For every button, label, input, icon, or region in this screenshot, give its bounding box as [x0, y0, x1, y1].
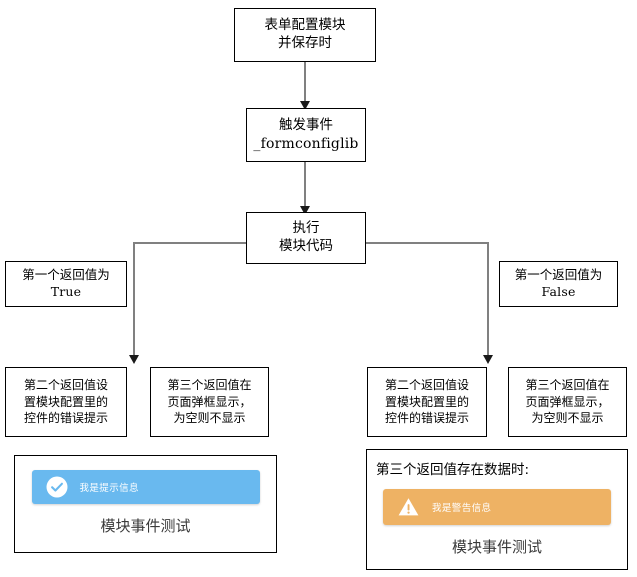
panel-warning-preview: 第三个返回值存在数据时: 我是警告信息 模块事件测试 — [366, 449, 628, 570]
node-true-second-line1: 第二个返回值设 — [23, 377, 108, 392]
panel-info-preview: 我是提示信息 模块事件测试 — [14, 455, 277, 553]
connector-execute-left-vertical — [133, 242, 135, 362]
node-start[interactable]: 表单配置模块 并保存时 — [234, 8, 376, 62]
node-false-third-line1: 第三个返回值在 — [525, 377, 610, 392]
arrowhead-trigger — [300, 101, 310, 110]
connector-trigger-to-execute — [304, 162, 306, 212]
check-circle-icon — [46, 476, 68, 498]
node-true-second-return[interactable]: 第二个返回值设 置模块配置里的 控件的错误提示 — [5, 367, 127, 437]
arrowhead-execute — [300, 206, 310, 215]
node-branch-true-value: True — [50, 284, 82, 299]
node-branch-true[interactable]: 第一个返回值为 True — [5, 261, 127, 307]
node-branch-false-value: False — [541, 284, 576, 299]
node-branch-false-line1: 第一个返回值为 — [514, 267, 603, 283]
node-branch-false[interactable]: 第一个返回值为 False — [499, 261, 618, 307]
node-false-third-line3: 为空则不显示 — [531, 411, 604, 426]
info-alert-banner[interactable]: 我是提示信息 — [31, 470, 260, 504]
node-true-third-line3: 为空则不显示 — [173, 411, 246, 426]
info-alert-text: 我是提示信息 — [79, 483, 139, 494]
node-start-line1: 表单配置模块 — [264, 17, 346, 34]
warning-panel-heading: 第三个返回值存在数据时: — [376, 462, 530, 478]
connector-execute-right-horizontal — [366, 242, 489, 244]
node-branch-true-line1: 第一个返回值为 — [22, 267, 110, 283]
node-trigger-event[interactable]: 触发事件 _formconfiglib — [246, 108, 366, 162]
warning-triangle-icon — [397, 496, 420, 518]
node-false-third-return[interactable]: 第三个返回值在 页面弹框显示， 为空则不显示 — [508, 367, 627, 437]
node-false-second-return[interactable]: 第二个返回值设 置模块配置里的 控件的错误提示 — [367, 367, 487, 437]
node-trigger-line1: 触发事件 — [279, 116, 333, 133]
node-true-third-return[interactable]: 第三个返回值在 页面弹框显示， 为空则不显示 — [150, 367, 269, 437]
node-execute-line1: 执行 — [292, 220, 320, 237]
node-execute-line2: 模块代码 — [279, 238, 333, 254]
warning-alert-text: 我是警告信息 — [432, 503, 492, 514]
connector-start-to-trigger — [304, 62, 306, 106]
warning-alert-banner[interactable]: 我是警告信息 — [383, 489, 611, 525]
connector-execute-right-vertical — [487, 242, 489, 362]
node-true-second-line2: 置模块配置里的 — [23, 394, 108, 409]
node-false-second-line1: 第二个返回值设 — [384, 377, 469, 392]
arrowhead-true-branch — [129, 355, 139, 364]
node-false-second-line3: 控件的错误提示 — [384, 411, 469, 426]
connector-execute-left-horizontal — [133, 242, 248, 244]
arrowhead-false-branch — [483, 355, 493, 364]
node-execute-module-code[interactable]: 执行 模块代码 — [246, 212, 366, 264]
info-panel-caption: 模块事件测试 — [100, 517, 191, 535]
node-trigger-function-name: _formconfiglib — [253, 135, 359, 152]
node-false-third-line2: 页面弹框显示， — [525, 394, 610, 409]
node-start-line2: 并保存时 — [278, 35, 332, 51]
node-true-third-line2: 页面弹框显示， — [167, 394, 252, 409]
warning-panel-caption: 模块事件测试 — [451, 538, 542, 556]
node-true-second-line3: 控件的错误提示 — [23, 411, 108, 426]
node-false-second-line2: 置模块配置里的 — [384, 394, 469, 409]
node-true-third-line1: 第三个返回值在 — [167, 377, 252, 392]
